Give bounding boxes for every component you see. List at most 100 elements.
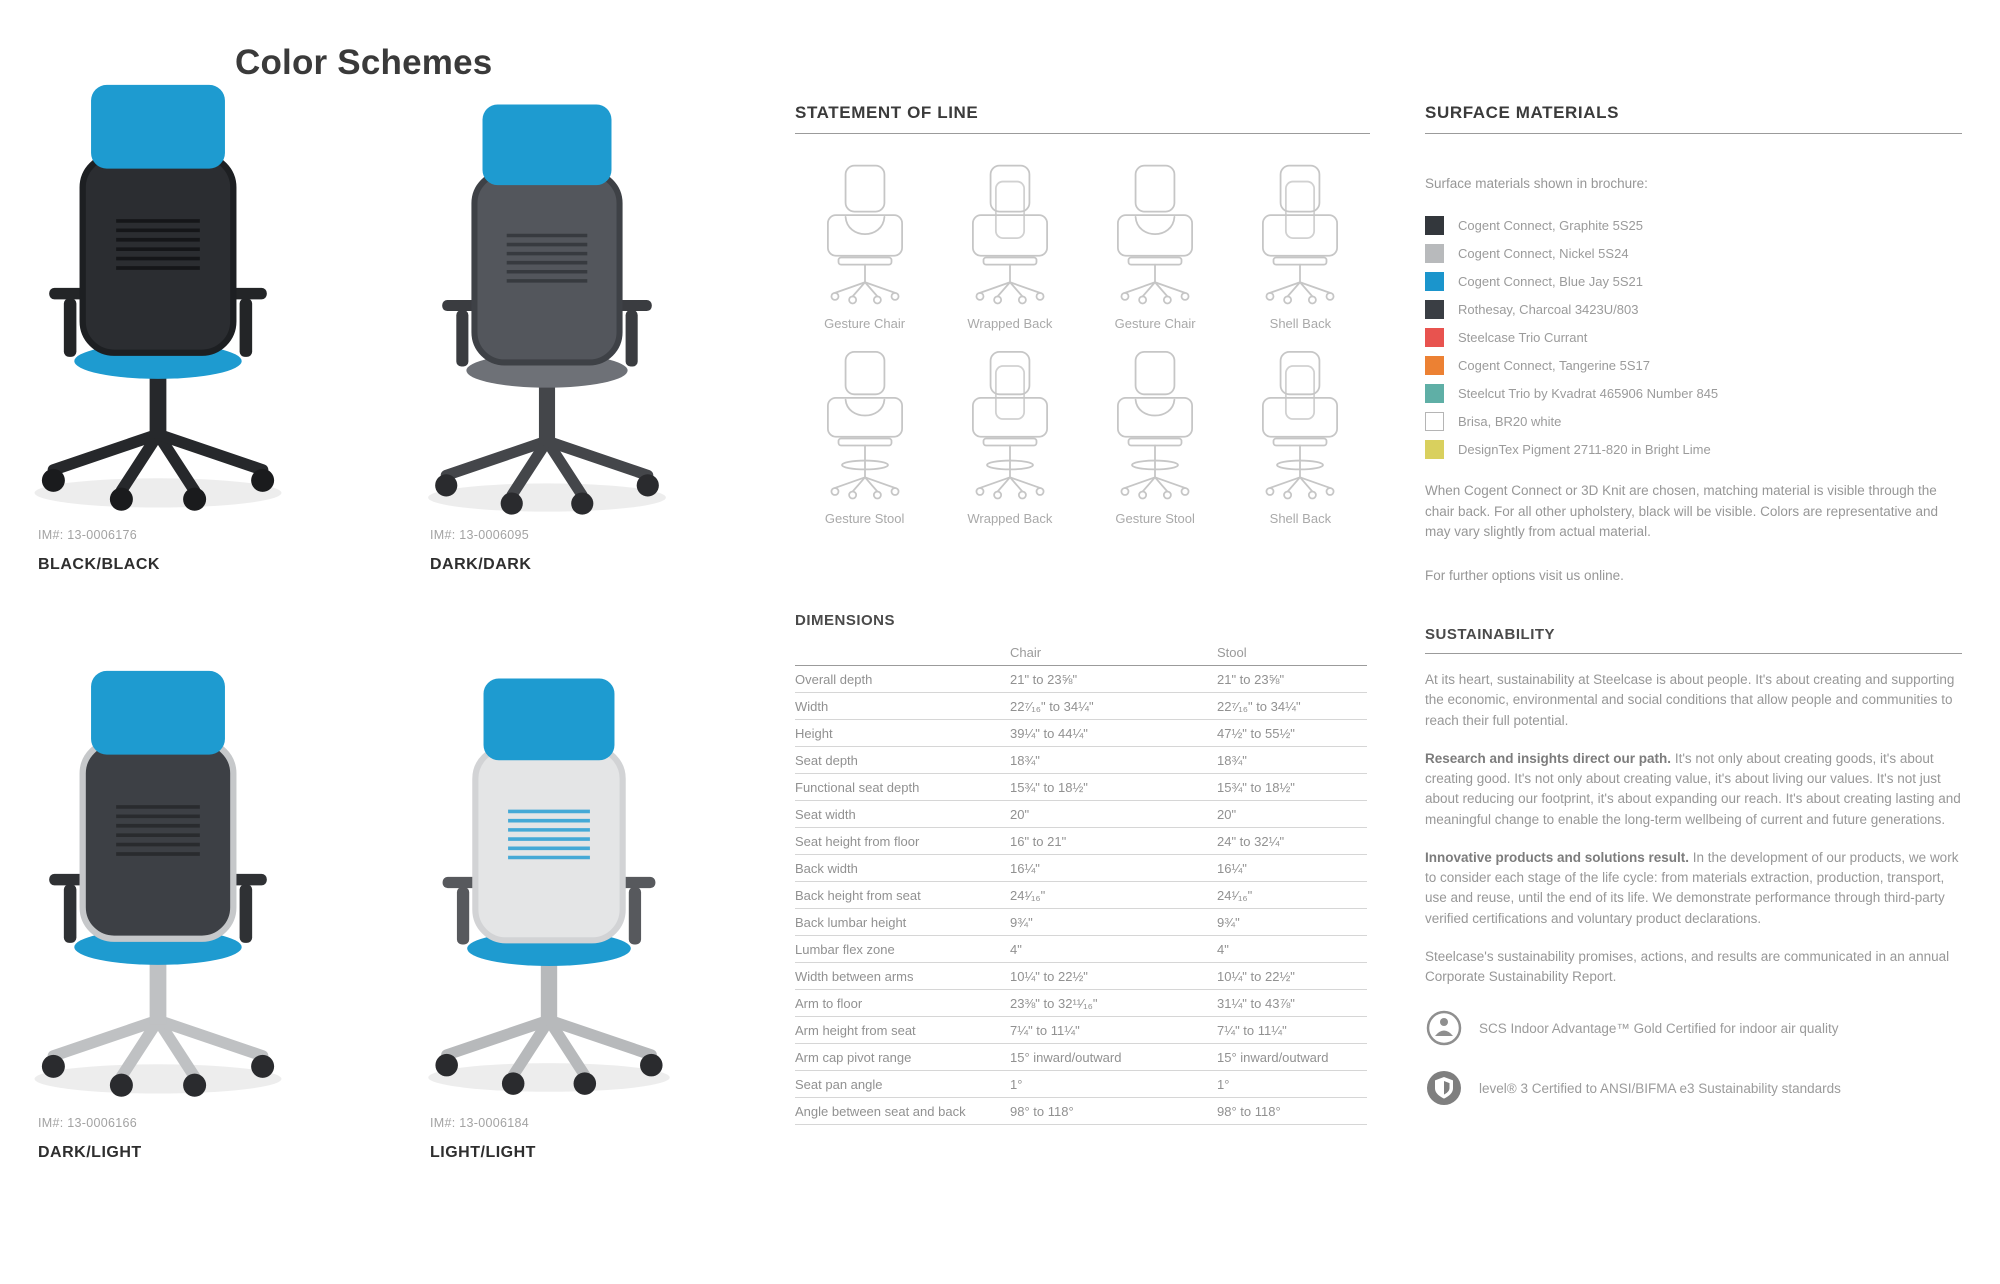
- line-item-label: Shell Back: [1269, 316, 1332, 331]
- surface-materials-note: When Cogent Connect or 3D Knit are chose…: [1425, 483, 1938, 539]
- paragraph-text: In the development of our products, we w…: [1425, 849, 1959, 926]
- dim-stool-value: 10¼" to 22½": [1217, 969, 1295, 984]
- line-item-label: Gesture Stool: [824, 511, 905, 526]
- dim-chair-value: 21" to 23⅝": [1010, 672, 1078, 687]
- sustainability-paragraph: Research and insights direct our path. I…: [1425, 749, 1962, 830]
- chair-label-block: IM#: 13-0006184 LIGHT/LIGHT: [430, 1116, 536, 1162]
- dim-label: Height: [795, 726, 833, 741]
- dim-chair-value: 10¼" to 22½": [1010, 969, 1088, 984]
- dim-stool-value: 20": [1217, 807, 1237, 822]
- line-item-gesture-chair: Gesture Chair: [1086, 162, 1225, 331]
- im-number: IM#: 13-0006184: [430, 1116, 530, 1130]
- page-title: Color Schemes: [235, 43, 493, 83]
- certification-label: SCS Indoor Advantage™ Gold Certified for…: [1479, 1020, 1839, 1036]
- dim-stool-value: 1°: [1217, 1077, 1230, 1092]
- dim-stool-value: 4": [1217, 942, 1229, 957]
- sustainability-paragraph: Innovative products and solutions result…: [1425, 848, 1962, 929]
- scs-certification-icon: [1426, 1011, 1462, 1046]
- chair-illustration: [416, 660, 682, 1100]
- sustainability-section: SUSTAINABILITY At its heart, sustainabil…: [1425, 626, 1962, 1107]
- scheme-name: DARK/LIGHT: [38, 1144, 142, 1161]
- dim-chair-value: 20": [1010, 807, 1030, 822]
- line-item-shell-back: Shell Back: [1231, 351, 1370, 526]
- material-label: Cogent Connect, Blue Jay 5S21: [1458, 274, 1644, 290]
- dim-chair-value: 16¼": [1010, 861, 1040, 876]
- dim-chair-value: 18¾": [1010, 753, 1040, 768]
- material-swatch: [1425, 300, 1444, 320]
- dim-label: Width: [795, 699, 829, 714]
- paragraph-text: Steelcase's sustainability promises, act…: [1425, 948, 1950, 984]
- section-divider: [795, 133, 1370, 134]
- dim-label: Arm to floor: [795, 996, 863, 1011]
- chair-illustration: [416, 86, 678, 520]
- dim-label: Back width: [795, 861, 858, 876]
- line-item-gesture-stool: Gesture Stool: [795, 351, 934, 526]
- dim-stool-value: 24" to 32¼": [1217, 834, 1285, 849]
- level-certification-icon: [1427, 1071, 1461, 1106]
- dim-chair-value: 22⁷⁄₁₆" to 34¼": [1010, 699, 1094, 714]
- statement-of-line-section: STATEMENT OF LINE Gesture Chair Wrapped …: [795, 103, 1370, 526]
- list-item: Brisa, BR20 white: [1425, 412, 1962, 432]
- certification-label: level® 3 Certified to ANSI/BIFMA e3 Sust…: [1479, 1080, 1841, 1096]
- dim-label: Seat depth: [795, 753, 858, 768]
- material-label: Steelcase Trio Currant: [1458, 330, 1588, 346]
- statement-of-line-grid: Gesture Chair Wrapped Back Gesture Chair…: [795, 162, 1370, 526]
- dim-stool-value: 16¼": [1217, 861, 1247, 876]
- dim-stool-value: 47½" to 55½": [1217, 726, 1295, 741]
- table-row: Seat height from floor 16" to 21" 24" to 3…: [795, 828, 1367, 855]
- material-label: DesignTex Pigment 2711-820 in Bright Lim…: [1458, 442, 1711, 458]
- list-item: Rothesay, Charcoal 3423U/803: [1425, 300, 1962, 320]
- material-label: Cogent Connect, Graphite 5S25: [1458, 218, 1644, 234]
- dim-stool-value: 24¹⁄₁₆": [1217, 888, 1253, 903]
- material-label: Cogent Connect, Nickel 5S24: [1458, 246, 1629, 262]
- dim-label: Back height from seat: [795, 888, 921, 903]
- stool-outline-icon: [971, 351, 1048, 500]
- dim-stool-value: 31¼" to 43⅞": [1217, 996, 1295, 1011]
- table-row: Seat width 20" 20": [795, 801, 1367, 828]
- paragraph-text: At its heart, sustainability at Steelcas…: [1425, 672, 1955, 728]
- material-swatch: [1425, 244, 1444, 264]
- stool-outline-icon: [1117, 351, 1194, 500]
- dim-stool-value: 21" to 23⅝": [1217, 672, 1285, 687]
- dim-chair-value: 15° inward/outward: [1010, 1050, 1122, 1065]
- dim-stool-value: 7¼" to 11¼": [1217, 1023, 1287, 1038]
- chair-photo-black-black: [22, 66, 294, 516]
- dim-label: Seat pan angle: [795, 1077, 883, 1092]
- dim-label: Seat height from floor: [795, 834, 920, 849]
- dimensions-title: DIMENSIONS: [795, 612, 896, 629]
- list-item: Cogent Connect, Tangerine 5S17: [1425, 356, 1962, 376]
- stool-outline-icon: [1262, 351, 1339, 500]
- chair-photo-dark-light: [22, 652, 294, 1102]
- dim-label: Seat width: [795, 807, 856, 822]
- line-item-label: Wrapped Back: [967, 511, 1053, 526]
- material-label: Cogent Connect, Tangerine 5S17: [1458, 358, 1651, 374]
- scheme-name: LIGHT/LIGHT: [430, 1144, 536, 1161]
- dimensions-header-chair: Chair: [1010, 645, 1042, 660]
- line-item-wrapped-back: Wrapped Back: [940, 162, 1079, 331]
- dim-stool-value: 9¾": [1217, 915, 1240, 930]
- dim-stool-value: 15¾" to 18½": [1217, 780, 1295, 795]
- material-swatch: [1425, 272, 1444, 292]
- dimensions-header-row: Chair Stool: [795, 639, 1367, 666]
- dim-label: Arm height from seat: [795, 1023, 916, 1038]
- dim-chair-value: 15¾" to 18½": [1010, 780, 1088, 795]
- dim-label: Overall depth: [795, 672, 873, 687]
- list-item: Steelcut Trio by Kvadrat 465906 Number 8…: [1425, 384, 1962, 404]
- dim-chair-value: 16" to 21": [1010, 834, 1067, 849]
- dimensions-section: DIMENSIONS Chair Stool Overall depth 21" …: [795, 612, 1367, 1125]
- line-item-gesture-chair: Gesture Chair: [795, 162, 934, 331]
- section-divider: [1425, 133, 1962, 134]
- line-item-label: Gesture Chair: [1114, 316, 1196, 331]
- sustainability-paragraph: At its heart, sustainability at Steelcas…: [1425, 670, 1962, 731]
- scheme-name: BLACK/BLACK: [38, 556, 160, 573]
- scheme-name: DARK/DARK: [430, 556, 532, 573]
- chair-label-block: IM#: 13-0006176 BLACK/BLACK: [38, 528, 160, 574]
- dim-label: Lumbar flex zone: [795, 942, 895, 957]
- dim-stool-value: 98° to 118°: [1217, 1104, 1281, 1119]
